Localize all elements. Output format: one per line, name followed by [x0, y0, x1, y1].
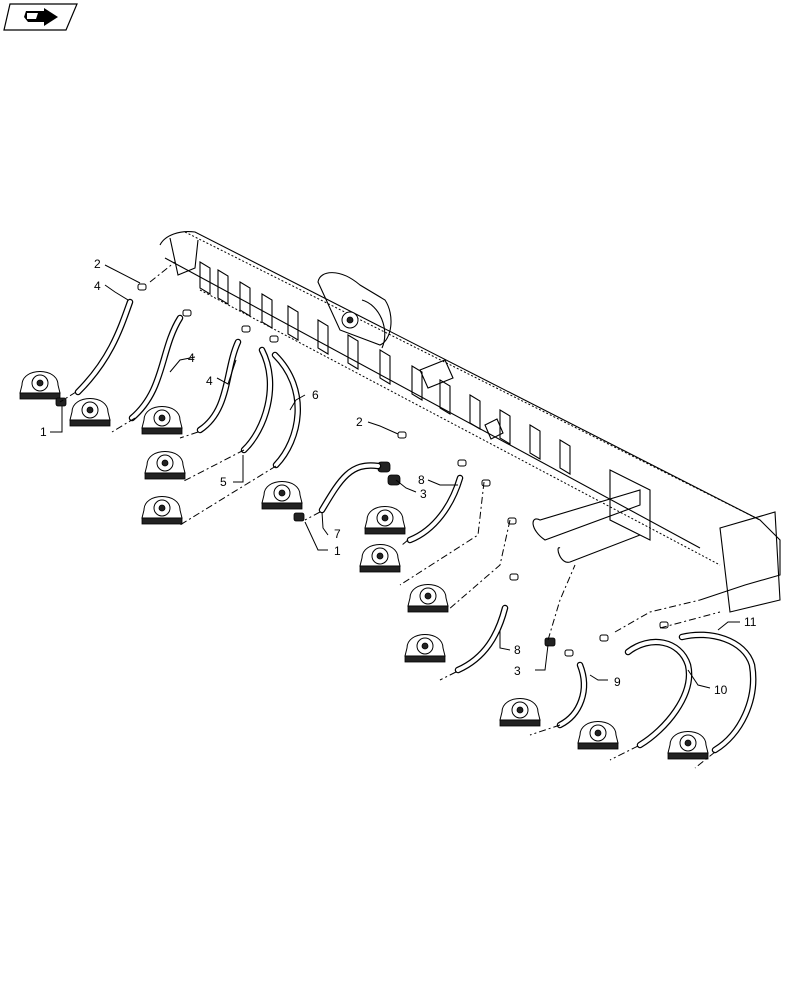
- callout-4: 4: [188, 351, 195, 365]
- meter-unit: [144, 451, 186, 480]
- callout-5: 5: [220, 475, 227, 489]
- callout-8: 8: [418, 473, 425, 487]
- callout-10: 10: [714, 683, 728, 697]
- meter-unit: [577, 721, 619, 750]
- callout-3: 3: [420, 487, 427, 501]
- callout-4: 4: [206, 374, 213, 388]
- leader-lines: [50, 264, 740, 689]
- mounting-brackets: [199, 261, 571, 475]
- meter-unit: [364, 506, 406, 535]
- callout-9: 9: [614, 675, 621, 689]
- meter-unit: [499, 698, 541, 727]
- callout-2: 2: [94, 257, 101, 271]
- callout-8: 8: [514, 643, 521, 657]
- meter-unit: [19, 371, 61, 400]
- meter-units: [19, 371, 709, 760]
- callout-2: 2: [356, 415, 363, 429]
- meter-unit: [261, 481, 303, 510]
- fittings: [55, 283, 669, 657]
- meter-unit: [667, 731, 709, 760]
- meter-unit: [141, 496, 183, 525]
- callout-1: 1: [334, 544, 341, 558]
- meter-unit: [404, 634, 446, 663]
- meter-unit: [359, 544, 401, 573]
- meter-unit: [69, 398, 111, 427]
- callout-11: 11: [744, 615, 757, 629]
- callout-3: 3: [514, 664, 521, 678]
- callout-labels: 1 1 2 2 3 3 4 4 4 5 6 7 8 8 9 10 11: [40, 257, 757, 697]
- callout-4: 4: [94, 279, 101, 293]
- hoses: [74, 298, 757, 754]
- drive-wheel-assembly: [317, 272, 392, 349]
- callout-1: 1: [40, 425, 47, 439]
- page-navigation-arrow-icon[interactable]: [3, 3, 78, 31]
- meter-unit: [141, 406, 183, 435]
- toolbar-frame: [159, 231, 781, 613]
- assembly-lines: [59, 261, 721, 769]
- meter-unit: [407, 584, 449, 613]
- callout-6: 6: [312, 388, 319, 402]
- callout-7: 7: [334, 527, 341, 541]
